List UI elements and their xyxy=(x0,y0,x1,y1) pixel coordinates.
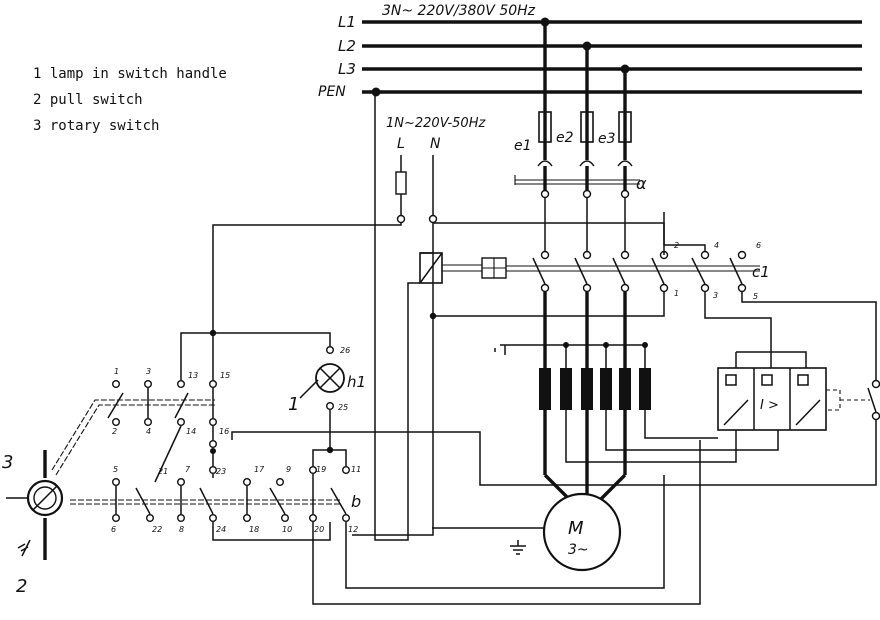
callout-1: 1 xyxy=(288,394,299,415)
three-phase-label: 3N~ 220V/380V 50Hz xyxy=(382,3,536,19)
control-wiring xyxy=(212,95,877,541)
fuse-e1-label: e1 xyxy=(514,138,532,154)
term-1: 1 xyxy=(114,367,119,376)
line-l2-label: L2 xyxy=(338,37,356,55)
contactor-c1 xyxy=(419,212,760,293)
term-13: 13 xyxy=(188,371,198,380)
term-6: 6 xyxy=(111,525,116,534)
term-15: 15 xyxy=(220,371,230,380)
single-phase-label: 1N~220V-50Hz xyxy=(386,116,486,131)
term-12: 12 xyxy=(348,525,358,534)
switch-b-label: b xyxy=(351,492,361,511)
term-19: 19 xyxy=(316,465,326,474)
term-7: 7 xyxy=(185,465,191,474)
lamp-h1-label: h1 xyxy=(347,373,366,391)
fuse-e2-label: e2 xyxy=(556,130,574,146)
contactor-c1-label: c1 xyxy=(752,263,770,281)
term-5: 5 xyxy=(113,465,118,474)
contactor-term-4: 4 xyxy=(714,241,719,250)
legend-item-pull-switch: 2 pull switch xyxy=(33,92,143,108)
contactor-term-3: 3 xyxy=(713,291,718,300)
term-3: 3 xyxy=(146,367,151,376)
phase-conductors xyxy=(514,22,640,368)
term-16: 16 xyxy=(219,427,229,436)
contactor-term-1: 1 xyxy=(674,289,679,298)
contactor-term-2: 2 xyxy=(674,241,679,250)
switch-panel xyxy=(6,329,701,605)
isolator-alpha-label: α xyxy=(636,174,647,193)
overload-label: I > xyxy=(760,398,779,413)
line-l1-label: L1 xyxy=(338,13,356,31)
term-9: 9 xyxy=(286,465,291,474)
fuse-e3-label: e3 xyxy=(598,131,616,147)
term-17: 17 xyxy=(254,465,265,474)
legend-item-rotary-switch: 3 rotary switch xyxy=(33,118,159,134)
term-2: 2 xyxy=(112,427,117,436)
callout-2: 2 xyxy=(16,576,27,597)
motor xyxy=(432,492,622,572)
motor-3-label: 3~ xyxy=(568,542,589,558)
overload-relay xyxy=(231,351,880,486)
supply-bus xyxy=(362,17,862,97)
callout-3: 3 xyxy=(2,452,13,473)
line-l-label: L xyxy=(397,136,405,152)
line-l3-label: L3 xyxy=(338,60,356,78)
term-21: 21 xyxy=(158,467,168,476)
legend-item-lamp: 1 lamp in switch handle xyxy=(33,66,227,82)
lamp-term-26: 26 xyxy=(340,346,350,355)
term-24: 24 xyxy=(216,525,226,534)
term-18: 18 xyxy=(249,525,259,534)
line-pen-label: PEN xyxy=(318,84,346,100)
term-10: 10 xyxy=(282,525,292,534)
contactor-term-6: 6 xyxy=(756,241,761,250)
lamp-term-25: 25 xyxy=(338,403,348,412)
term-23: 23 xyxy=(216,467,226,476)
term-11: 11 xyxy=(351,465,361,474)
term-22: 22 xyxy=(152,525,162,534)
contactor-term-5: 5 xyxy=(753,292,758,301)
term-4: 4 xyxy=(146,427,151,436)
term-20: 20 xyxy=(314,525,324,534)
term-8: 8 xyxy=(179,525,184,534)
term-14: 14 xyxy=(186,427,196,436)
line-n-label: N xyxy=(430,136,441,152)
motor-m-label: M xyxy=(568,518,584,539)
